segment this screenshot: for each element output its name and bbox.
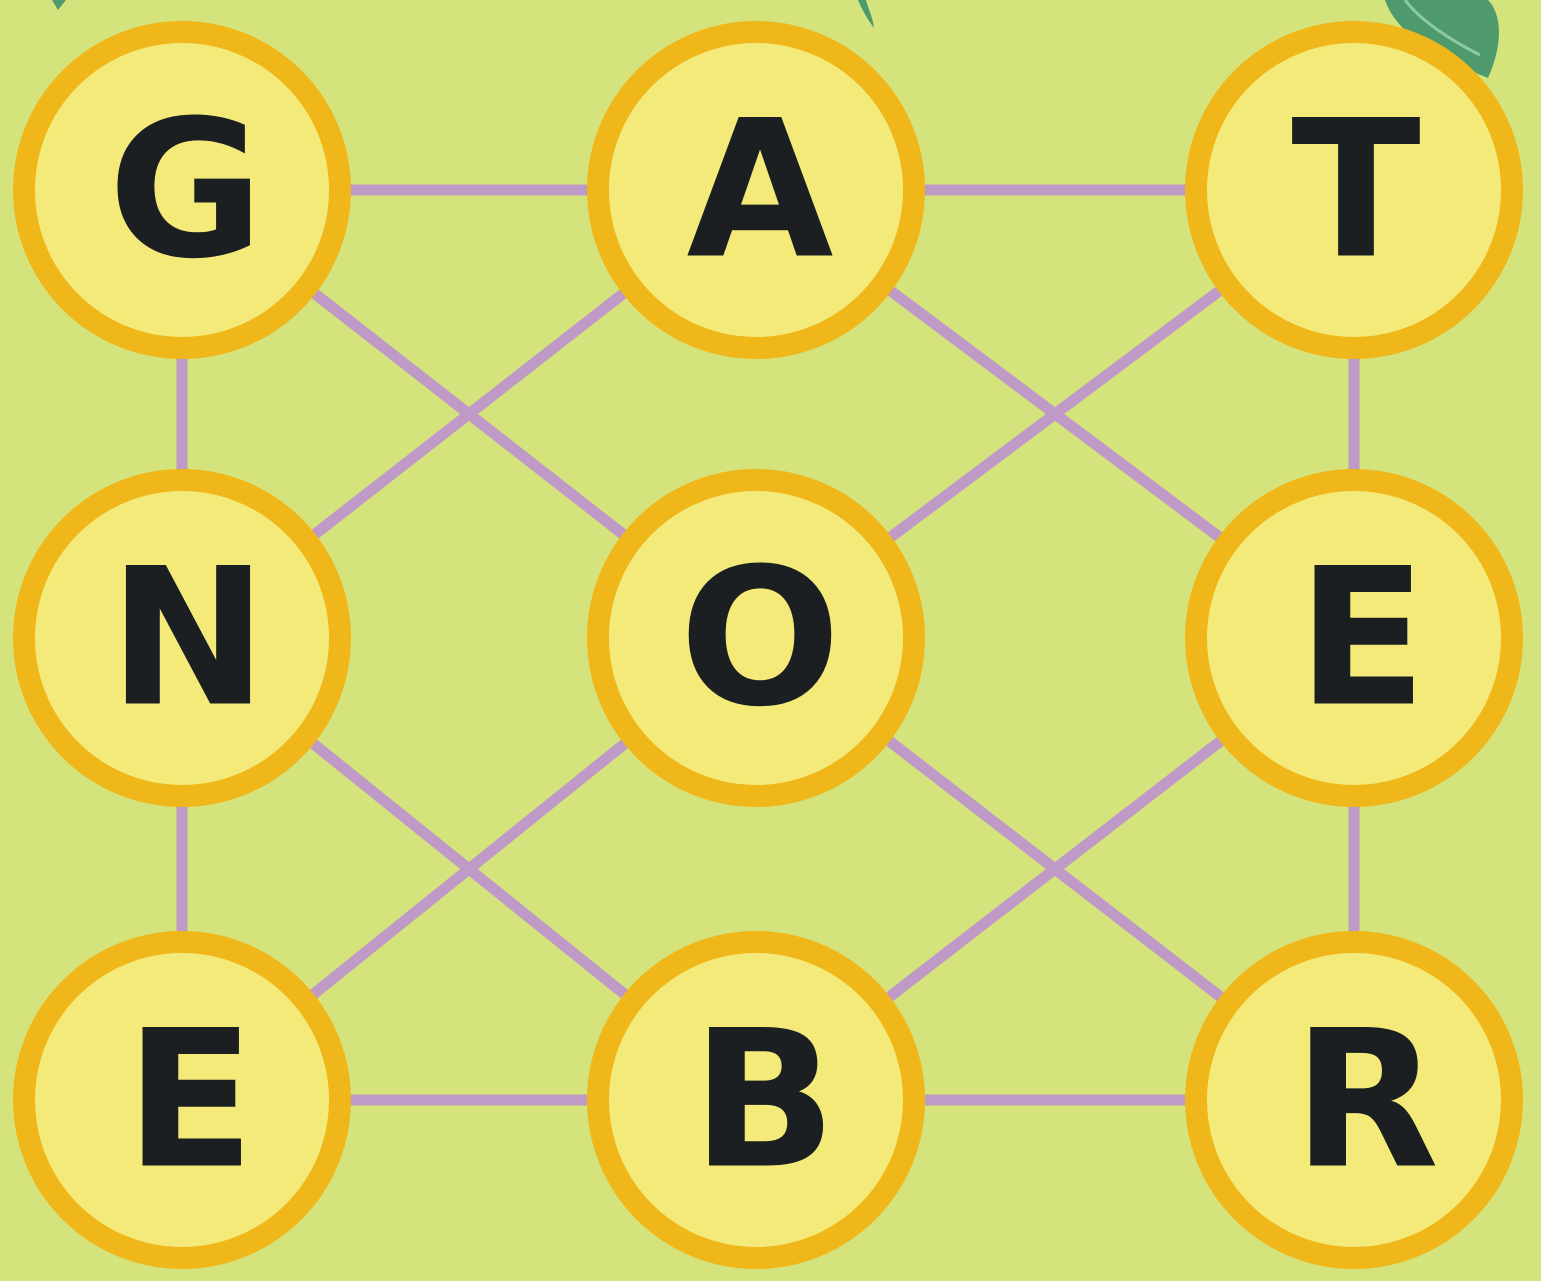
letter-tile[interactable]: B	[598, 942, 914, 1258]
tile-letter: E	[1297, 528, 1427, 749]
letter-tile[interactable]: A	[598, 32, 914, 348]
leaf-icon	[52, 0, 66, 10]
tile-letter: T	[1291, 80, 1421, 301]
letter-tile[interactable]: E	[24, 942, 340, 1258]
tile-letter: N	[108, 528, 267, 749]
letter-tile[interactable]: T	[1196, 32, 1512, 348]
tile-letter: B	[692, 990, 837, 1211]
letter-tile[interactable]: E	[1196, 480, 1512, 796]
tile-letter: O	[679, 528, 841, 749]
letter-tile[interactable]: G	[24, 32, 340, 348]
tile-letter: A	[686, 80, 833, 301]
letter-tile[interactable]: O	[598, 480, 914, 796]
letter-tile[interactable]: R	[1196, 942, 1512, 1258]
tile-letter: E	[125, 990, 255, 1211]
leaf-icon	[858, 0, 874, 28]
tile-letter: G	[108, 80, 264, 301]
letter-tile[interactable]: N	[24, 480, 340, 796]
letter-tiles: G A T N O E E B	[24, 32, 1512, 1258]
tile-letter: R	[1293, 990, 1439, 1211]
